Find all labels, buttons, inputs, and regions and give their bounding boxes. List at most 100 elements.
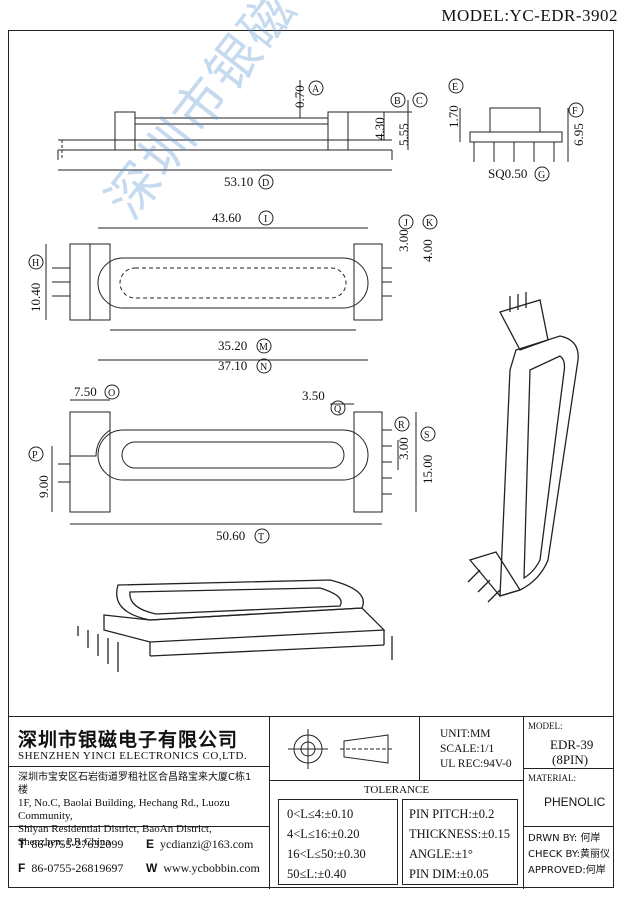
- drawn-by: DRWN BY: 何岸: [528, 833, 601, 844]
- label-A: A: [312, 84, 320, 95]
- callout-I: [258, 210, 274, 226]
- length-tolerance: 0<L≤4:±0.10 4<L≤16:±0.20 16<L≤50:±0.30 5…: [278, 799, 398, 885]
- tolerance-frame: [270, 781, 524, 889]
- label-E: E: [452, 82, 458, 93]
- thickness-tol: THICKNESS:±0.15: [409, 827, 510, 841]
- dim-50-60: 50.60: [216, 528, 245, 543]
- fax-label: F: [18, 861, 26, 875]
- label-Q: Q: [334, 404, 342, 415]
- approved-by: APPROVED:何岸: [528, 865, 606, 876]
- dim-15-00: 15.00: [420, 455, 435, 484]
- callout-E: [448, 78, 464, 94]
- label-I: I: [264, 214, 267, 225]
- label-R: R: [398, 420, 405, 431]
- scale: SCALE:1/1: [440, 743, 495, 755]
- tol-range-1: 0<L≤4:±0.10: [287, 807, 354, 821]
- callout-K: [422, 214, 438, 230]
- company-name-en: SHENZHEN YINCI ELECTRONICS CO,LTD.: [18, 750, 248, 762]
- title-block: 深圳市银磁电子有限公司 SHENZHEN YINCI ELECTRONICS C…: [8, 716, 614, 889]
- dim-5-55: 5.55: [396, 123, 411, 146]
- callout-J: [398, 214, 414, 230]
- company-header: 深圳市银磁电子有限公司 SHENZHEN YINCI ELECTRONICS C…: [8, 717, 270, 767]
- label-G: G: [538, 170, 545, 181]
- tol-range-2: 4<L≤16:±0.20: [287, 827, 360, 841]
- callout-G: [534, 166, 550, 182]
- dim-7-50: 7.50: [74, 384, 97, 399]
- web-label: W: [146, 861, 158, 875]
- label-C: C: [416, 96, 423, 107]
- dim-sq0-50: SQ0.50: [488, 166, 527, 181]
- model-value: EDR-39: [550, 737, 594, 752]
- label-T: T: [258, 532, 264, 543]
- technical-drawing: 53.10 D 0.70 A 4.30 B 5.55 C 1.70 E 6.95…: [28, 78, 586, 672]
- model-block: MODEL: EDR-39 (8PIN): [524, 717, 614, 769]
- model-label: MODEL:: [528, 721, 563, 731]
- email-address: ycdianzi@163.com: [160, 837, 254, 851]
- web-address: www.ycbobbin.com: [163, 861, 260, 875]
- dim-0-70: 0.70: [292, 85, 307, 108]
- dim-37-10: 37.10: [218, 358, 247, 373]
- label-S: S: [424, 430, 430, 441]
- dim-35-20: 35.20: [218, 338, 247, 353]
- tol-range-4: 50≤L:±0.40: [287, 867, 347, 881]
- callout-M: [256, 338, 272, 354]
- label-K: K: [426, 218, 434, 229]
- callout-R: [394, 416, 410, 432]
- label-H: H: [32, 258, 39, 269]
- units-block: UNIT:MM SCALE:1/1 UL REC:94V-0: [420, 717, 524, 781]
- top-view: [45, 227, 392, 361]
- pin-count: (8PIN): [552, 752, 589, 767]
- model-title: MODEL:YC-EDR-3902: [441, 6, 618, 25]
- dim-4-00: 4.00: [420, 239, 435, 262]
- dim-43-60: 43.60: [212, 210, 241, 225]
- address-cn: 深圳市宝安区石岩街道罗租社区合昌路宝来大厦C栋1楼: [18, 772, 252, 796]
- label-N: N: [260, 362, 267, 373]
- email-label: E: [146, 837, 155, 851]
- ul-rating: UL REC:94V-0: [440, 758, 512, 770]
- callout-H: [28, 254, 44, 270]
- label-O: O: [108, 388, 115, 399]
- checked-by: CHECK BY:黄丽仪: [528, 849, 611, 860]
- material-block: MATERIAL: PHENOLIC: [524, 769, 614, 827]
- callout-C: [412, 92, 428, 108]
- callout-Q: [330, 400, 346, 416]
- projection-cone: [343, 734, 389, 764]
- pin-pitch-tol: PIN PITCH:±0.2: [409, 807, 495, 821]
- angle-tol: ANGLE:±1°: [409, 847, 473, 861]
- label-M: M: [259, 342, 268, 353]
- dim-9-00: 9.00: [36, 475, 51, 498]
- material-value: PHENOLIC: [544, 795, 606, 809]
- dim-4-30: 4.30: [372, 117, 387, 140]
- dim-10-40: 10.40: [28, 283, 43, 312]
- tol-range-3: 16<L≤50:±0.30: [287, 847, 366, 861]
- dim-1-70: 1.70: [446, 105, 461, 128]
- drawing-frame: [8, 30, 614, 888]
- pin-dim-tol: PIN DIM:±0.05: [409, 867, 489, 881]
- label-B: B: [394, 96, 401, 107]
- callout-O: [104, 384, 120, 400]
- label-J: J: [404, 218, 408, 229]
- dim-3-00-top: 3.00: [396, 229, 411, 252]
- isometric-view-vertical: [467, 292, 579, 603]
- end-view: [459, 107, 569, 162]
- unit: UNIT:MM: [440, 728, 491, 740]
- isometric-view-horizontal: [77, 579, 393, 672]
- tel-number: 86-0755-27632099: [31, 837, 124, 851]
- callout-P: [28, 446, 44, 462]
- address-en-3: Shenzhen, P.R.China: [18, 836, 111, 848]
- projection-symbol: [270, 717, 420, 781]
- dim-3-00-bottom: 3.00: [396, 437, 411, 460]
- company-address: 深圳市宝安区石岩街道罗租社区合昌路宝来大厦C栋1楼 1F, No.C, Baol…: [8, 767, 270, 848]
- company-contacts: T 86-0755-27632099 F 86-0755-26819697 E …: [8, 827, 270, 889]
- dim-3-50: 3.50: [302, 388, 325, 403]
- label-D: D: [262, 178, 269, 189]
- bottom-view: [51, 399, 417, 525]
- label-P: P: [32, 450, 38, 461]
- callout-T: [254, 528, 270, 544]
- callout-D: [258, 174, 274, 190]
- tel-label: T: [18, 837, 26, 851]
- callout-S: [420, 426, 436, 442]
- callout-A: [308, 80, 324, 96]
- address-en-2: Shiyan Residential District, BaoAn Distr…: [18, 823, 212, 835]
- fax-number: 86-0755-26819697: [31, 861, 124, 875]
